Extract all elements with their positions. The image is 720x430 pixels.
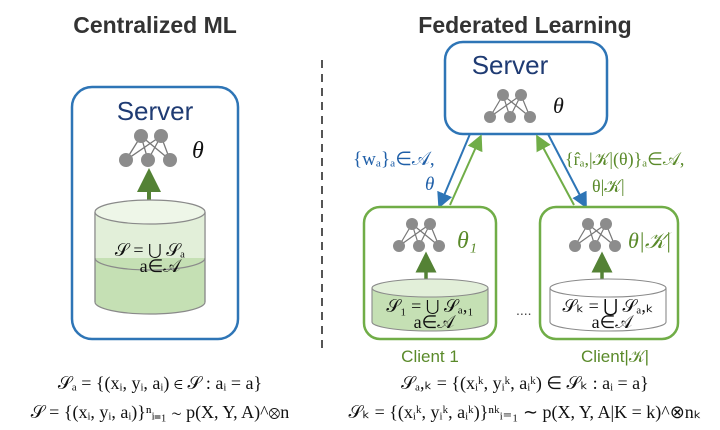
client1-database-icon (371, 278, 489, 332)
client1-dataset-subscript: a∈𝒜 (414, 312, 457, 332)
upload-label-line1: {r̂ₐ,|𝒦|(θ)}ₐ∈𝒜, (565, 149, 684, 170)
left-formula-line1: 𝒮ₐ = {(xᵢ, yᵢ, aᵢ) ∈ 𝒮 : aᵢ = a} (58, 373, 262, 394)
clients-ellipsis: .... (516, 302, 532, 318)
dataset-formula: 𝒮 = ⋃ 𝒮ₐ (115, 240, 185, 260)
centralized-title: Centralized ML (73, 12, 237, 38)
dataset-database-icon (94, 199, 206, 315)
server-label: Server (117, 96, 194, 126)
neural-network-icon (484, 89, 536, 123)
clientk-dataset-formula: 𝒮ₖ = ⋃ 𝒮ₐ,ₖ (562, 296, 653, 316)
download-label-line1: {wₐ}ₐ∈𝒜, (353, 149, 435, 170)
right-formula-line2: 𝒮ₖ = {(xᵢᵏ, yᵢᵏ, aᵢᵏ)}ⁿᵏᵢ₌₁ ∼ p(X, Y, A|… (349, 402, 702, 423)
federated-title: Federated Learning (418, 12, 631, 38)
right-formula-line1: 𝒮ₐ,ₖ = {(xᵢᵏ, yᵢᵏ, aᵢᵏ) ∈ 𝒮ₖ : aᵢ = a} (401, 373, 649, 394)
neural-network-icon (393, 218, 445, 252)
client1-theta-label: θ₁ (457, 228, 477, 254)
upload-arrow-client1 (449, 134, 483, 206)
neural-network-icon (119, 129, 177, 167)
download-arrow-client1 (437, 133, 471, 209)
download-label-line2: θ (425, 174, 434, 195)
clientk-dataset-subscript: a∈𝒜 (592, 312, 635, 332)
clientk-theta-label: θ|𝒦| (628, 228, 672, 253)
centralized-server-box: Server θ 𝒮 = ⋃ 𝒮ₐ a∈𝒜 (70, 85, 240, 341)
server-theta-label: θ (553, 93, 564, 118)
upload-arrow-clientk (536, 134, 575, 206)
clientk-database-icon (549, 278, 667, 332)
download-arrow-clientk (547, 133, 587, 209)
client1-dataset-formula: 𝒮₁ = ⋃ 𝒮ₐ,₁ (386, 296, 473, 316)
federated-server-box: Server θ (443, 40, 609, 136)
theta-label: θ (192, 138, 204, 164)
client-1-box: θ₁ 𝒮₁ = ⋃ 𝒮ₐ,₁ a∈𝒜 (362, 205, 498, 341)
clientk-label: Client|𝒦| (581, 347, 649, 366)
federated-server-label: Server (472, 50, 549, 80)
client-k-box: θ|𝒦| 𝒮ₖ = ⋃ 𝒮ₐ,ₖ a∈𝒜 (538, 205, 680, 341)
upload-label-line2: θ|𝒦| (592, 176, 625, 196)
client1-label: Client 1 (401, 347, 459, 366)
left-formula-line2: 𝒮 = {(xᵢ, yᵢ, aᵢ)}ⁿᵢ₌₁ ∼ p(X, Y, A)^⊗n (31, 402, 290, 423)
neural-network-icon (569, 218, 621, 252)
dataset-formula-subscript: a∈𝒜 (140, 256, 183, 276)
